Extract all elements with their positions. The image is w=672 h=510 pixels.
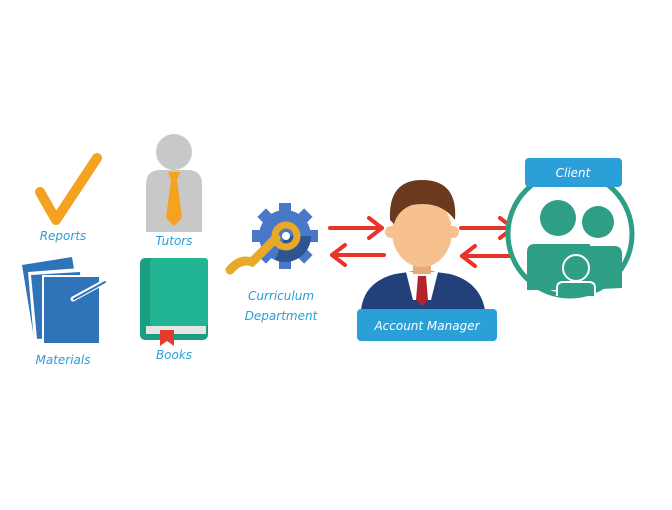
account-manager-label: Account Manager — [373, 319, 480, 333]
account-manager-icon — [361, 180, 485, 310]
materials-label: Materials — [35, 353, 90, 367]
checkmark-icon — [35, 153, 102, 225]
tutors-label: Tutors — [156, 234, 193, 248]
arrow-icon — [460, 244, 516, 268]
books-label: Books — [156, 348, 192, 362]
materials-icon — [22, 257, 109, 345]
tutor-icon — [146, 134, 202, 232]
arrow-icon — [328, 216, 384, 240]
book-icon — [140, 258, 208, 346]
curriculum-label-line2: Department — [245, 309, 319, 323]
reports-label: Reports — [40, 229, 87, 243]
client-badge — [525, 158, 622, 187]
gear-wrench-icon — [225, 203, 318, 275]
curriculum-label-line1: Curriculum — [248, 289, 314, 303]
arrow-icon — [330, 243, 386, 267]
client-label: Client — [556, 166, 592, 180]
client-family-icon — [505, 169, 635, 299]
arrow-icon — [459, 216, 515, 240]
account-manager-badge — [357, 309, 497, 341]
